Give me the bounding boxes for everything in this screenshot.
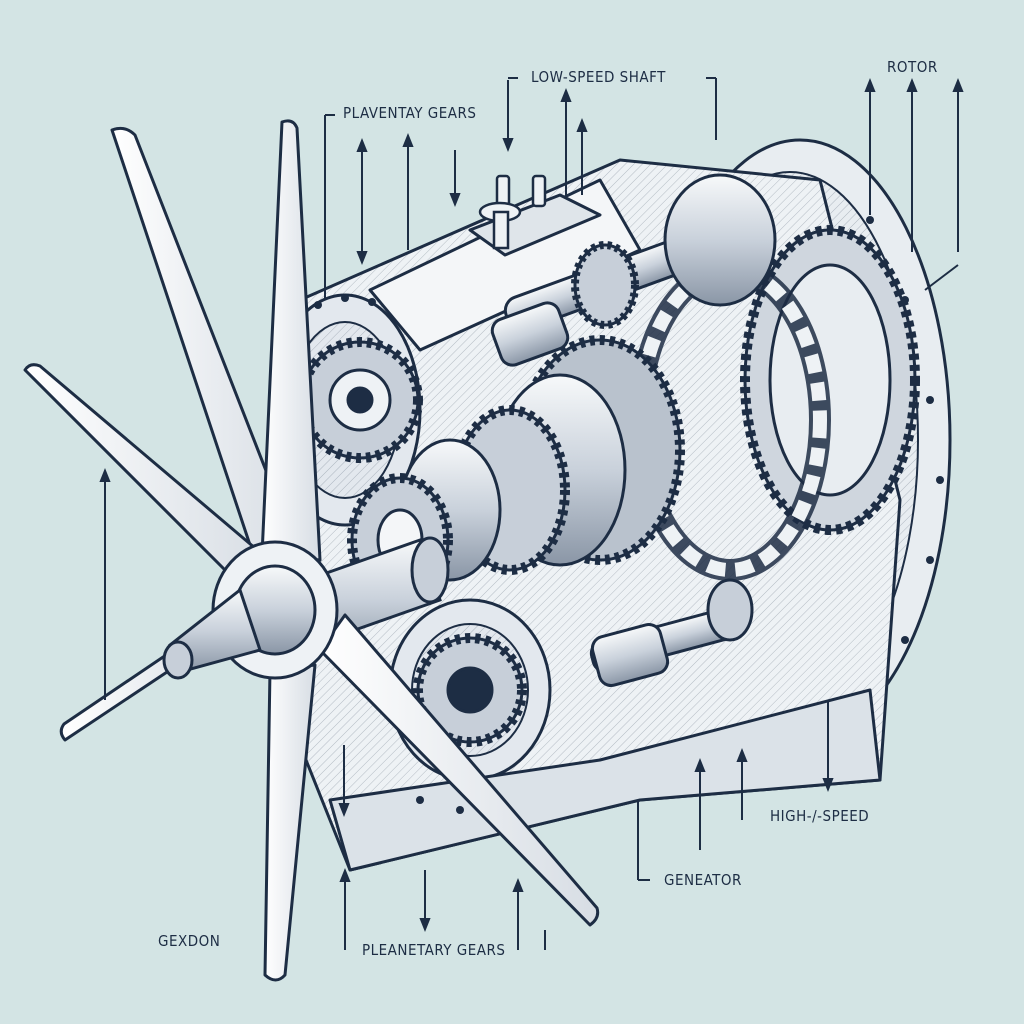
label-rotor: ROTOR [887,58,938,76]
label-generator: GENEATOR [664,871,742,889]
label-gearbox: GEXDON [158,932,221,950]
upper-planet-gear [297,337,423,463]
rotor-blade-left [23,363,277,592]
label-planetary-gears-bottom: PLEANETARY GEARS [362,941,506,959]
rotor-hub [162,540,339,680]
rotor-blade-lower-right [318,613,600,927]
top-bolt-fitting [478,174,547,250]
low-speed-shaft-part [490,173,777,367]
rotor-blades [23,119,600,982]
lower-planet-gear [413,633,527,747]
label-high-speed: HIGH-/-SPEED [770,807,870,825]
high-speed-shaft-part [589,578,754,688]
rotor-blade-lower [263,663,317,982]
arrow [924,264,959,291]
label-low-speed-shaft: LOW-SPEED SHAFT [531,68,666,86]
rotor-blade-upper [260,119,322,562]
rotor-blade-upper-left [110,126,297,562]
label-planetary-gears-top: PLAVENTAY GEARS [343,104,477,122]
leader-arrows [99,77,964,950]
